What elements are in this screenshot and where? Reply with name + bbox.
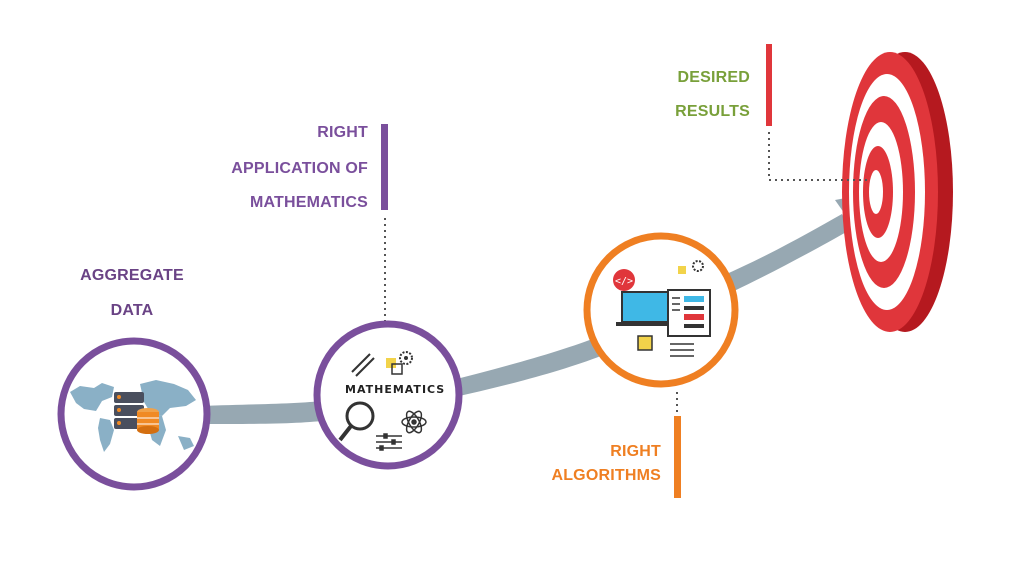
server-database-icon (114, 392, 159, 434)
sticky-note-icon (386, 358, 403, 375)
mathematics-circle (313, 124, 463, 470)
target-icon (842, 52, 953, 332)
pencil-icon (351, 353, 375, 377)
gear-icon (399, 351, 413, 365)
math-label-bar (381, 124, 388, 210)
math-label-line1: RIGHT (317, 124, 368, 141)
code-gear-icon: </> (613, 269, 635, 291)
magnifier-icon (338, 401, 375, 442)
sliders-icon (376, 433, 402, 451)
aggregate-label-line1: AGGREGATE (80, 267, 184, 284)
gear-icon (692, 260, 704, 272)
aggregate-label-line2: DATA (110, 302, 154, 319)
results-label-line1: DESIRED (677, 69, 750, 86)
algorithms-circle: </> (583, 232, 739, 498)
algo-label-line2: ALGORITHMS (551, 467, 661, 484)
aggregate-data-circle (57, 337, 211, 491)
mathematics-icon-label: MATHEMATICS (345, 383, 446, 396)
math-label-line3: MATHEMATICS (249, 194, 368, 211)
atom-icon (401, 410, 427, 434)
sticky-note-icon (678, 266, 686, 274)
svg-text:</>: </> (615, 276, 633, 287)
algo-label-line1: RIGHT (610, 443, 661, 460)
algo-label-bar (674, 416, 681, 498)
progress-arrow (200, 192, 878, 424)
browser-window-icon (667, 289, 711, 337)
chip-icon (637, 335, 653, 351)
results-label-bar (766, 44, 772, 126)
results-label-line2: RESULTS (675, 103, 750, 120)
sliders-icon (670, 343, 694, 357)
world-map-icon (70, 380, 196, 452)
math-label-line2: APPLICATION OF (231, 160, 368, 177)
results-connector (766, 44, 868, 181)
laptop-icon (616, 291, 674, 326)
